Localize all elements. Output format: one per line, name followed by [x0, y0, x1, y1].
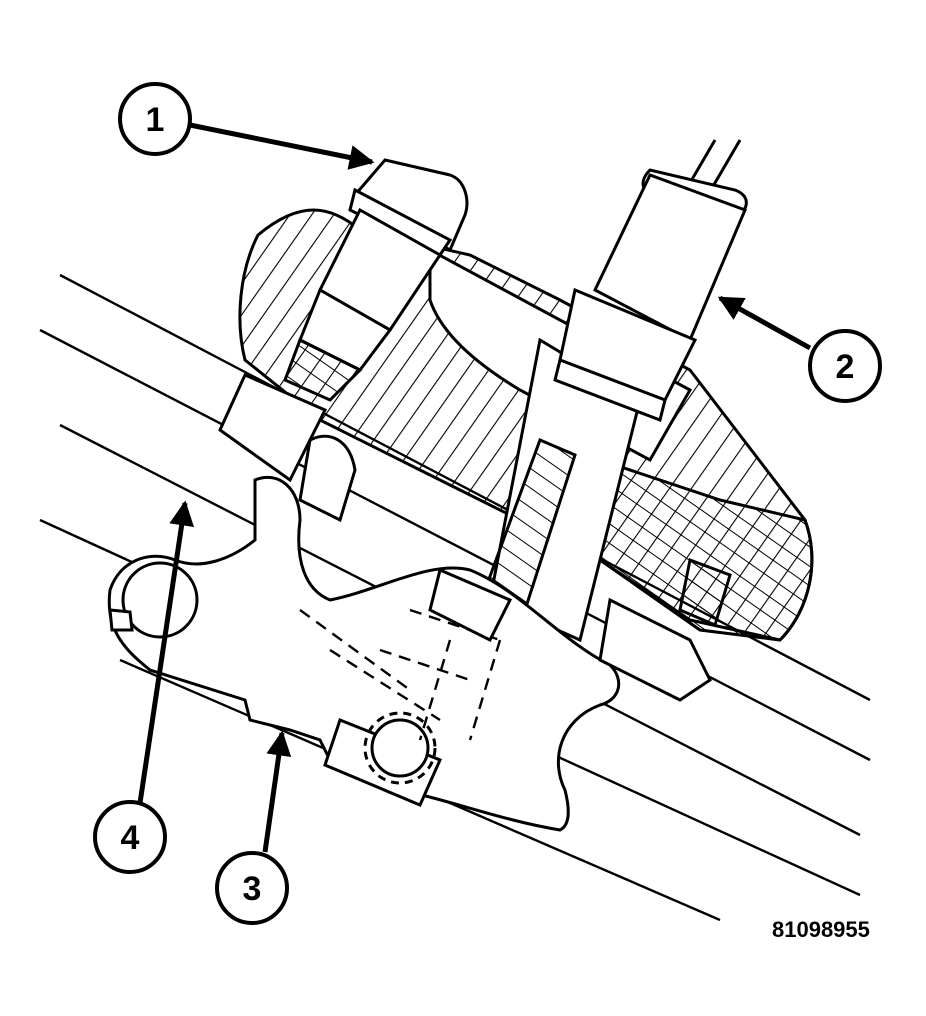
callout-label-1: 1 — [146, 101, 165, 139]
leader-arrow-4 — [137, 500, 195, 804]
callout-label-2: 2 — [836, 348, 855, 386]
leader-arrow-1 — [189, 122, 375, 170]
hidden-lines — [299, 608, 502, 741]
leader-arrows — [137, 122, 812, 853]
pivot-holes — [108, 561, 443, 807]
callout-circle-2: 2 — [808, 329, 882, 403]
leader-arrow-3 — [262, 730, 292, 853]
callout-label-4: 4 — [121, 819, 140, 857]
callout-circle-3: 3 — [215, 851, 289, 925]
left-block — [218, 373, 357, 523]
callout-circle-4: 4 — [93, 800, 167, 874]
right-block — [428, 557, 732, 702]
sensor-rod-part — [553, 139, 748, 423]
lever-arm — [107, 475, 621, 832]
leader-arrow-2 — [717, 295, 812, 351]
figure-number: 81098955 — [772, 917, 870, 942]
bolt-part — [283, 158, 469, 402]
callout-circle-1: 1 — [118, 82, 192, 156]
callout-label-3: 3 — [243, 870, 262, 908]
